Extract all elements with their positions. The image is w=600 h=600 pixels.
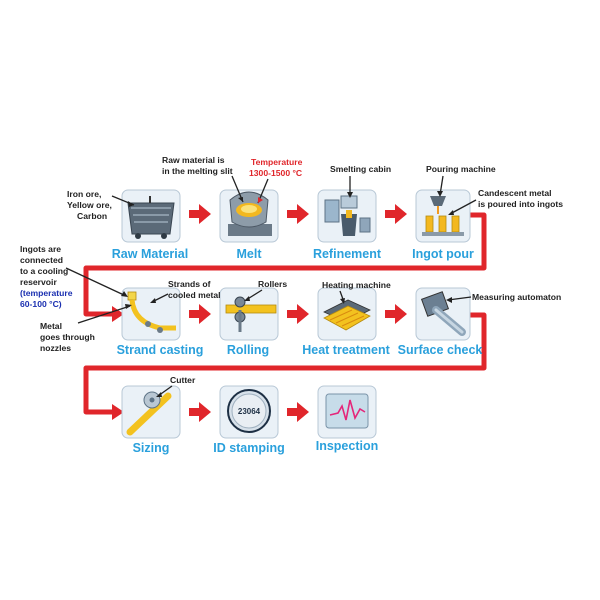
annotation-melt-temperature-line-1: Temperature — [251, 157, 303, 167]
label-rolling: Rolling — [227, 343, 269, 357]
annotation-cutter-text: Cutter — [170, 375, 196, 385]
strand-caster-icon — [127, 291, 176, 333]
annotation-rollers-text: Rollers — [258, 279, 287, 289]
arrow-refinement-to-ingot — [385, 204, 407, 224]
stage-arrows — [189, 204, 407, 422]
annotation-cutter: Cutter — [156, 375, 196, 397]
annotation-smelting-cabin: Smelting cabin — [330, 164, 391, 198]
stage-rolling — [219, 287, 279, 341]
annotation-raw-inputs-line-3: Carbon — [77, 211, 107, 221]
annotation-cooling-temperature-line-1: (temperature — [20, 288, 73, 298]
label-ingot-pour: Ingot pour — [412, 247, 474, 261]
annotation-heating-machine: Heating machine — [322, 280, 391, 304]
arrow-stamping-to-inspection — [287, 402, 309, 422]
stage-surface-check — [415, 287, 471, 341]
annotation-melting-slit-line-2: in the melting slit — [162, 166, 233, 176]
heating-machine-icon — [323, 299, 371, 331]
arrow-melt-to-refinement — [287, 204, 309, 224]
annotation-nozzles-line-2: goes through — [40, 332, 95, 342]
annotation-ingots-reservoir-line-1: Ingots are — [20, 244, 61, 254]
annotation-ingots-reservoir-line-4: reservoir — [20, 277, 57, 287]
annotation-candescent-line-1: Candescent metal — [478, 188, 552, 198]
annotation-measuring-automaton-text: Measuring automaton — [472, 292, 561, 302]
annotation-candescent-line-2: is poured into ingots — [478, 199, 563, 209]
stage-melt — [219, 189, 279, 243]
annotation-melt-temperature-line-2: 1300-1500 °C — [249, 168, 302, 178]
annotation-raw-inputs-line-2: Yellow ore, — [67, 200, 112, 210]
stamp-disc-icon: 23064 — [227, 389, 271, 433]
annotation-ingots-reservoir-line-2: connected — [20, 255, 63, 265]
label-raw-material: Raw Material — [112, 247, 188, 261]
label-id-stamping: ID stamping — [213, 441, 285, 455]
arrow-sizing-to-stamping — [189, 402, 211, 422]
annotation-raw-inputs: Iron ore, Yellow ore, Carbon — [67, 189, 135, 221]
label-heat-treatment: Heat treatment — [302, 343, 390, 357]
label-strand-casting: Strand casting — [117, 343, 204, 357]
annotation-cooling-temperature-line-2: 60-100 °C) — [20, 299, 62, 309]
cutter-icon — [126, 391, 172, 436]
label-inspection: Inspection — [316, 439, 379, 453]
label-melt: Melt — [237, 247, 263, 261]
measuring-automaton-icon — [420, 291, 466, 336]
annotation-melt-temperature: Temperature 1300-1500 °C — [249, 157, 303, 204]
stage-heat-treatment — [317, 287, 377, 341]
annotation-ingots-reservoir-line-3: to a cooling — [20, 266, 68, 276]
arrow-raw-to-melt — [189, 204, 211, 224]
arrow-strand-to-rolling — [189, 304, 211, 324]
monitor-graph-icon — [325, 393, 369, 429]
annotation-strands: Strands of cooled metal — [150, 279, 221, 303]
stage-ingot-pour — [415, 189, 471, 243]
stage-sizing — [121, 385, 181, 439]
annotation-nozzles-line-1: Metal — [40, 321, 62, 331]
annotation-rollers: Rollers — [244, 279, 287, 301]
smelting-cabin-icon — [324, 195, 371, 236]
annotation-measuring-automaton: Measuring automaton — [446, 292, 561, 303]
stage-inspection — [317, 385, 377, 439]
annotation-melting-slit: Raw material is in the melting slit — [162, 155, 244, 203]
flow-connectors — [83, 212, 487, 420]
label-surface-check: Surface check — [398, 343, 483, 357]
annotation-nozzles-line-3: nozzles — [40, 343, 71, 353]
stage-id-stamping: 23064 — [219, 385, 279, 439]
annotation-melting-slit-line-1: Raw material is — [162, 155, 225, 165]
annotation-ingots-reservoir: Ingots are connected to a cooling reserv… — [20, 244, 128, 309]
melting-furnace-icon — [228, 191, 272, 236]
stage-refinement — [317, 189, 377, 243]
rolling-mill-icon — [225, 296, 277, 332]
arrow-rolling-to-heat — [287, 304, 309, 324]
annotation-smelting-cabin-text: Smelting cabin — [330, 164, 391, 174]
annotation-nozzles: Metal goes through nozzles — [40, 304, 132, 353]
annotation-strands-line-2: cooled metal — [168, 290, 221, 300]
label-refinement: Refinement — [313, 247, 382, 261]
annotation-raw-inputs-line-1: Iron ore, — [67, 189, 101, 199]
annotation-candescent: Candescent metal is poured into ingots — [448, 188, 563, 215]
ore-cart-icon — [127, 196, 175, 239]
annotation-pouring-machine-text: Pouring machine — [426, 164, 496, 174]
annotation-pouring-machine: Pouring machine — [426, 164, 496, 197]
stage-raw-material — [121, 189, 181, 243]
stamp-id-text: 23064 — [238, 407, 261, 416]
arrow-heat-to-surface — [385, 304, 407, 324]
pouring-machine-icon — [422, 196, 464, 236]
annotation-heating-machine-text: Heating machine — [322, 280, 391, 290]
label-sizing: Sizing — [133, 441, 170, 455]
annotation-strands-line-1: Strands of — [168, 279, 211, 289]
stage-strand-casting — [121, 287, 181, 341]
